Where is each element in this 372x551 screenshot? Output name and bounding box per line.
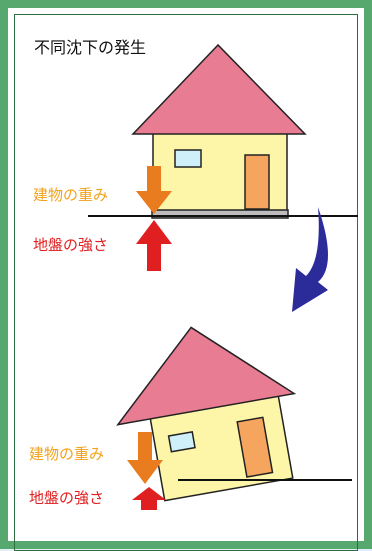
- house-window: [167, 430, 196, 453]
- house-window: [174, 149, 202, 168]
- diagram-title: 不同沈下の発生: [34, 38, 147, 57]
- house-door: [236, 416, 274, 478]
- weight-label-after: 建物の重み: [29, 445, 105, 463]
- house-upright: [131, 43, 307, 219]
- house-door: [244, 154, 270, 210]
- strength-label-after: 地盤の強さ: [29, 489, 105, 507]
- house-foundation: [151, 209, 289, 219]
- weight-arrow-down: [127, 432, 163, 484]
- weight-label-before: 建物の重み: [33, 186, 109, 204]
- house-roof: [116, 326, 297, 426]
- house-tilted: [116, 326, 297, 502]
- strength-label-before: 地盤の強さ: [33, 236, 109, 254]
- strength-arrow-up: [132, 487, 166, 510]
- weight-arrow-down: [136, 166, 172, 214]
- strength-arrow-up: [136, 220, 172, 271]
- transition-arrow: [292, 207, 328, 312]
- house-roof: [131, 43, 307, 135]
